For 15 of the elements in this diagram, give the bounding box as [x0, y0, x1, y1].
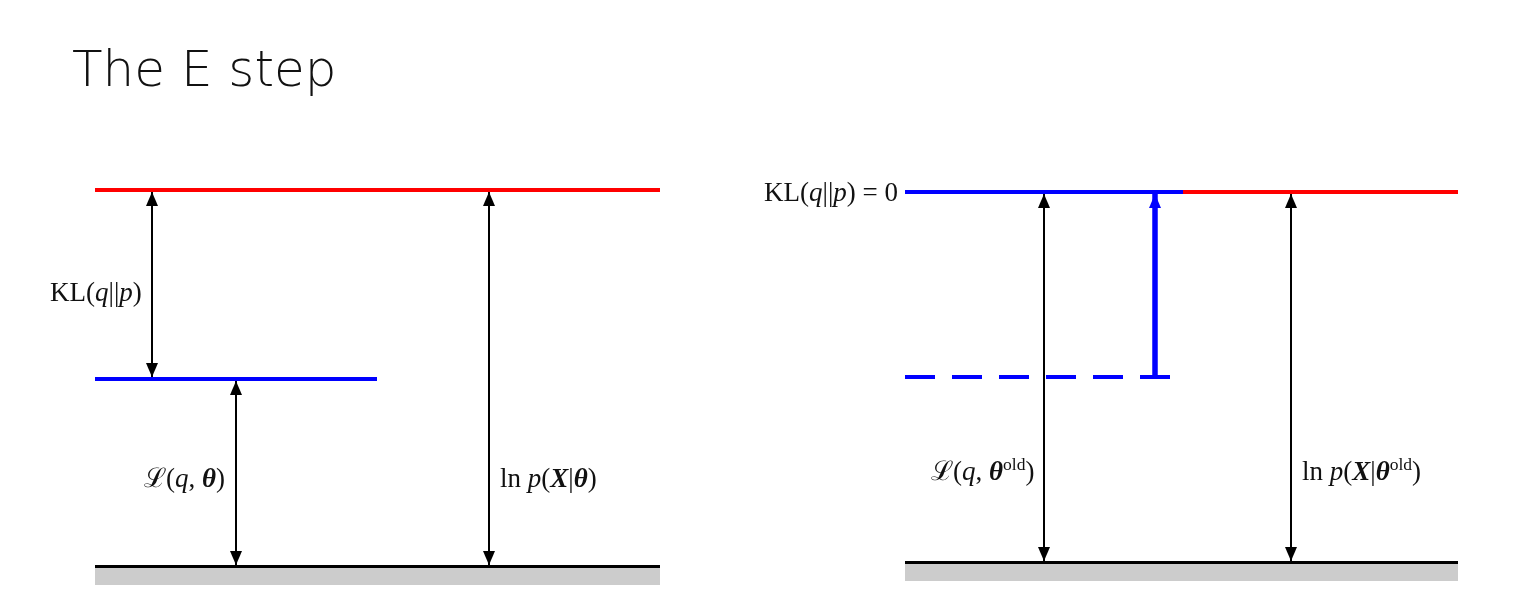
arrow	[1149, 194, 1161, 375]
edge-label: KL(q||p)	[50, 278, 142, 306]
edge-label: ℒ(q, θ)	[144, 464, 225, 492]
ground-level	[905, 561, 1458, 581]
edge-label: ℒ(q, θ$^{old}$)	[931, 455, 1035, 485]
arrow	[1038, 193, 1050, 562]
slide-title: The E step	[72, 40, 337, 98]
edge-label: ln p(X|θ$^{old}$)	[1302, 455, 1422, 485]
level-label: KL(q||p) = 0	[764, 178, 898, 206]
edge-label: ln p(X|θ)	[500, 464, 597, 492]
arrow	[1285, 193, 1297, 562]
ground-level	[95, 565, 660, 585]
arrow	[483, 191, 495, 566]
arrow	[230, 380, 242, 566]
arrow	[146, 191, 158, 378]
